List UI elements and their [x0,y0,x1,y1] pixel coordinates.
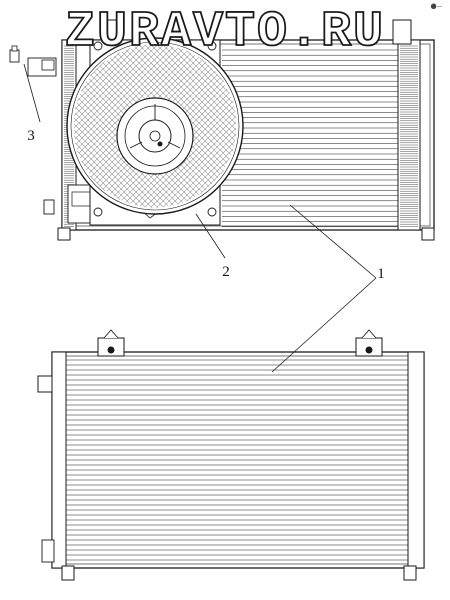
drawing-line [177,47,234,103]
callout-label-2: 2 [222,264,230,280]
drawing-line [150,44,237,130]
drawing-line [89,175,106,191]
drawing-line [75,47,174,145]
drawing-line [73,123,159,208]
drawing-line [156,128,237,208]
bottom-condenser-assembly [37,329,425,581]
drawing-line [139,111,236,207]
callout-label-3: 3 [27,128,35,144]
drawing-line [186,50,231,94]
drawing-line [74,46,139,110]
mounting-bracket-icon [9,45,20,63]
top-condenser-assembly [27,19,435,241]
cooling-fan-icon [66,37,244,226]
bottom-condenser-tubes [66,359,408,561]
drawing-line [76,48,179,150]
drawing-line [150,122,237,208]
drawing-line [74,112,169,206]
drawing-line [80,52,121,92]
drawing-line [78,49,184,154]
callout-label-1: 1 [377,266,385,282]
drawing-line [199,170,225,195]
drawing-line [74,142,139,206]
drawing-line [73,44,159,129]
drawing-line [169,45,236,111]
top-condenser-tubes [222,49,398,228]
drawing-line [134,46,235,146]
fan-grille-mesh [73,44,237,208]
drawing-line [89,61,106,77]
drawing-line [130,48,234,151]
watermark: ZURAVTO.RU [64,3,385,62]
drawing-line [74,46,169,140]
drawing-line [80,160,121,200]
drawing-line [125,49,232,155]
corner-mark: ⚫— [430,4,442,10]
drawing-line [144,116,237,208]
drawing-line [73,129,153,208]
drawing-line [156,44,237,124]
drawing-line [73,44,153,123]
drawing-line [199,57,225,82]
drawing-line [139,45,236,141]
drawing-line [186,158,231,202]
drawing-line [177,149,234,205]
drawing-line [162,44,237,118]
drawing-line [169,141,236,207]
drawing-line [162,134,237,208]
svg-text:ZURAVTO.RU: ZURAVTO.RU [65,4,385,61]
drawing-line [144,44,237,136]
leader-lines [23,63,377,373]
